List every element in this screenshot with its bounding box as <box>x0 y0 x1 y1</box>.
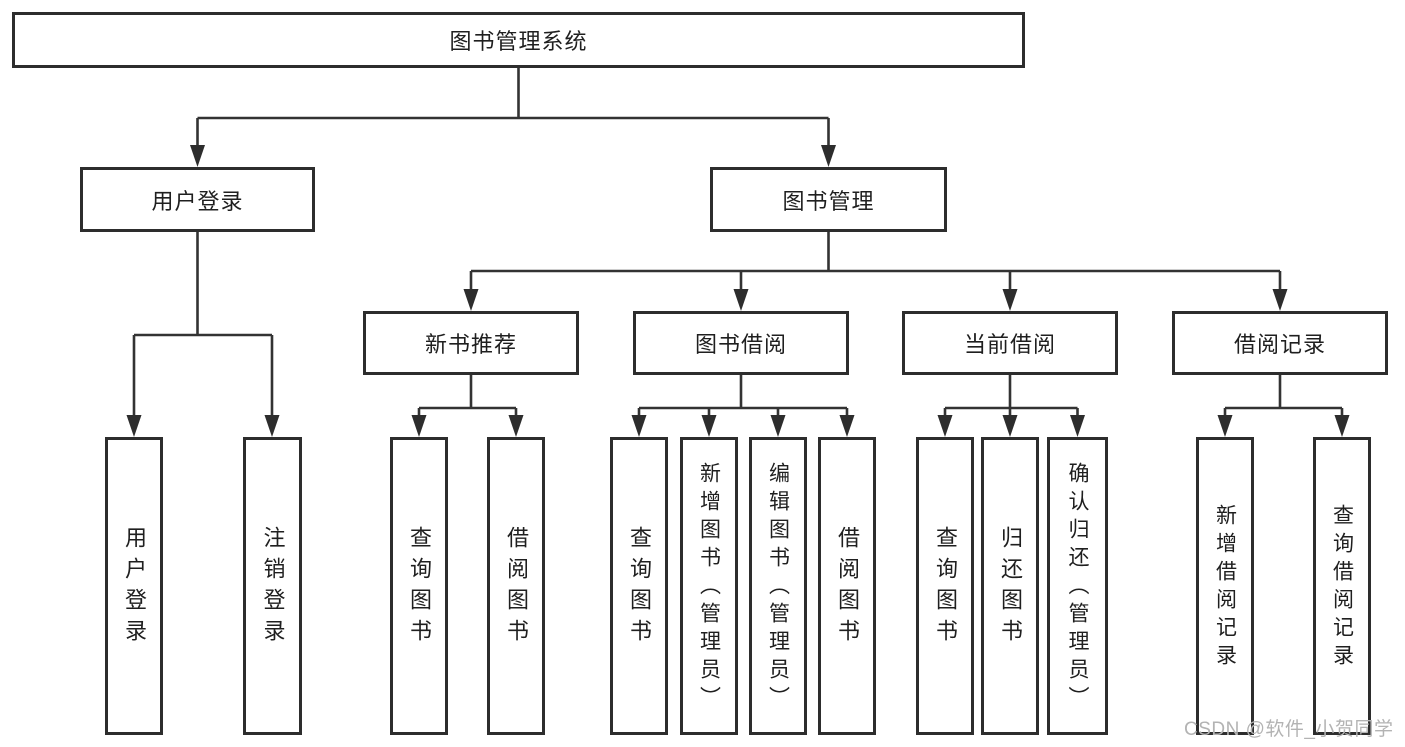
arrowheads <box>126 145 1350 437</box>
leaf-confirm-return-admin: 确认归还（管理员） <box>1047 437 1108 735</box>
node-book-borrow: 图书借阅 <box>633 311 849 375</box>
leaf-query-books-borrow: 查询图书 <box>610 437 668 735</box>
csdn-watermark: CSDN @软件_小贺同学 <box>1184 719 1394 740</box>
leaf-add-books-admin: 新增图书（管理员） <box>680 437 738 735</box>
leaf-borrow-books: 借阅图书 <box>818 437 876 735</box>
leaf-borrow-books-recommend: 借阅图书 <box>487 437 545 735</box>
leaf-query-books-recommend: 查询图书 <box>390 437 448 735</box>
node-borrow-record: 借阅记录 <box>1172 311 1388 375</box>
leaf-add-borrow-record: 新增借阅记录 <box>1196 437 1254 735</box>
node-user-login: 用户登录 <box>80 167 315 232</box>
leaf-logout: 注销登录 <box>243 437 302 735</box>
leaf-edit-books-admin: 编辑图书（管理员） <box>749 437 807 735</box>
node-current-borrow: 当前借阅 <box>902 311 1118 375</box>
leaf-query-books-current: 查询图书 <box>916 437 974 735</box>
leaf-return-books: 归还图书 <box>981 437 1039 735</box>
leaf-user-login: 用户登录 <box>105 437 163 735</box>
leaf-query-borrow-record: 查询借阅记录 <box>1313 437 1371 735</box>
node-book-management: 图书管理 <box>710 167 947 232</box>
node-new-book-recommend: 新书推荐 <box>363 311 579 375</box>
node-library-management-system: 图书管理系统 <box>12 12 1025 68</box>
